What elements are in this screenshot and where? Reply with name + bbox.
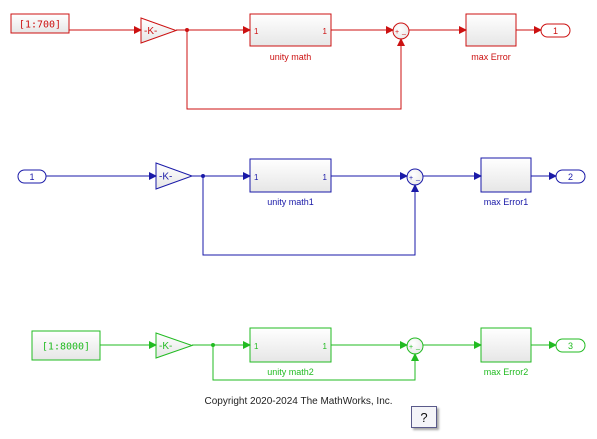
constant-block[interactable]: [1:8000]: [31, 330, 101, 361]
sum-block[interactable]: +_: [392, 22, 410, 40]
max-error-border: [480, 327, 532, 363]
help-button[interactable]: ?: [411, 406, 437, 428]
gain-value: -K-: [159, 341, 172, 352]
branch-point: [211, 343, 215, 347]
max-error-border: [480, 157, 532, 193]
constant-block-value: [1:700]: [19, 20, 61, 31]
subsystem-name: unity math: [270, 52, 312, 62]
constant-block-border: [10, 13, 70, 34]
subsystem-border: [249, 327, 332, 363]
outport-block-number: 1: [553, 26, 558, 36]
constant-block[interactable]: [1:700]: [10, 13, 70, 34]
branch-point: [201, 174, 205, 178]
subsystem-output-port-label: 1: [323, 27, 328, 36]
gain-block[interactable]: -K-: [155, 332, 194, 359]
outport-block-number: 3: [568, 341, 573, 351]
max-error-border: [465, 13, 517, 47]
sum-plus-sign: +: [409, 175, 413, 182]
sum-minus-sign: _: [415, 174, 420, 181]
sum-minus-sign: _: [415, 343, 420, 350]
inport-block[interactable]: 1: [17, 169, 47, 184]
feedback-line: [212, 345, 419, 381]
subsystem-output-port-label: 1: [323, 173, 328, 182]
subsystem-input-port-label: 1: [254, 173, 259, 182]
subsystem-name: unity math1: [267, 197, 314, 207]
outport-block[interactable]: 2: [555, 169, 586, 184]
max-error-name: max Error: [471, 52, 511, 62]
subsystem-input-port-label: 1: [254, 27, 259, 36]
gain-block[interactable]: -K-: [140, 17, 178, 44]
subsystem-border: [249, 158, 332, 193]
outport-block-number: 2: [568, 172, 573, 182]
max-error-block[interactable]: [480, 157, 532, 193]
sum-block[interactable]: +_: [406, 168, 424, 186]
outport-block[interactable]: 3: [555, 338, 586, 353]
subsystem-border: [249, 13, 332, 47]
constant-block-value: [1:8000]: [42, 342, 90, 353]
sum-block[interactable]: +_: [406, 337, 424, 355]
max-error-name: max Error1: [484, 197, 529, 207]
subsystem-output-port-label: 1: [323, 342, 328, 351]
max-error-name: max Error2: [484, 367, 529, 377]
inport-block-number: 1: [29, 172, 34, 182]
gain-value: -K-: [159, 172, 172, 183]
subsystem-name: unity math2: [267, 367, 314, 377]
outport-block[interactable]: 1: [540, 23, 571, 38]
subsystem-input-port-label: 1: [254, 342, 259, 351]
sum-plus-sign: +: [409, 344, 413, 351]
constant-block-border: [31, 330, 101, 361]
max-error-block[interactable]: [465, 13, 517, 47]
feedback-line: [186, 30, 405, 110]
sum-minus-sign: _: [401, 28, 406, 35]
gain-value: -K-: [144, 26, 157, 37]
gain-block[interactable]: -K-: [155, 162, 194, 190]
max-error-block[interactable]: [480, 327, 532, 363]
copyright-text: Copyright 2020-2024 The MathWorks, Inc.: [204, 396, 393, 407]
branch-point: [185, 28, 189, 32]
feedback-line: [202, 176, 419, 256]
sum-plus-sign: +: [395, 29, 399, 36]
